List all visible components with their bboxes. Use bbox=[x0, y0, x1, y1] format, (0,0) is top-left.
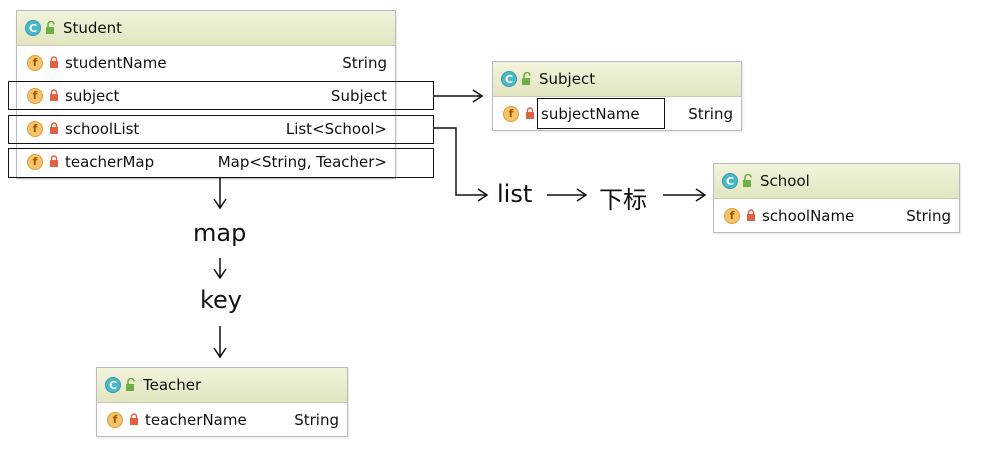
field-type: String bbox=[906, 206, 951, 225]
lock-icon bbox=[50, 89, 58, 101]
field-icon: f bbox=[107, 411, 123, 428]
subjectname-highlight bbox=[537, 98, 665, 129]
field-row: f schoolName String bbox=[714, 199, 959, 232]
open-lock-icon bbox=[743, 174, 752, 187]
teacher-class-header: C Teacher bbox=[97, 368, 347, 403]
arrow-key-to-teacher bbox=[213, 326, 227, 359]
subject-class-box: C Subject f subjectName String bbox=[492, 61, 742, 131]
arrow-list-to-index bbox=[547, 188, 588, 202]
field-row: f teacherName String bbox=[97, 403, 347, 436]
school-class-header: C School bbox=[714, 164, 959, 199]
field-name: schoolName bbox=[762, 206, 855, 225]
class-icon: C bbox=[501, 71, 517, 87]
student-class-box: C Student f studentName String f subject… bbox=[16, 10, 396, 179]
class-icon: C bbox=[105, 377, 121, 393]
class-title: Subject bbox=[539, 70, 596, 88]
open-lock-icon bbox=[522, 72, 531, 85]
field-type: Subject bbox=[330, 86, 387, 105]
field-icon: f bbox=[27, 153, 43, 170]
subject-class-header: C Subject bbox=[493, 62, 741, 97]
arrow-subject bbox=[434, 89, 484, 103]
field-name: schoolList bbox=[65, 119, 140, 138]
field-type: Map<String, Teacher> bbox=[217, 152, 387, 171]
open-lock-icon bbox=[126, 378, 135, 391]
field-name: studentName bbox=[65, 53, 167, 72]
field-icon: f bbox=[503, 105, 519, 122]
teacher-class-box: C Teacher f teacherName String bbox=[96, 367, 348, 437]
field-type: String bbox=[294, 410, 339, 429]
lock-icon bbox=[747, 209, 755, 221]
field-name: subjectName bbox=[541, 104, 640, 123]
field-name: subject bbox=[65, 86, 120, 105]
field-row: f teacherMap Map<String, Teacher> bbox=[17, 145, 395, 178]
field-icon: f bbox=[27, 120, 43, 137]
field-type: List<School> bbox=[285, 119, 387, 138]
arrow-teachermap-to-map bbox=[213, 178, 227, 210]
class-icon: C bbox=[722, 173, 738, 189]
field-type: String bbox=[688, 104, 733, 123]
field-type: String bbox=[342, 53, 387, 72]
key-label: key bbox=[200, 286, 243, 314]
list-label: list bbox=[497, 180, 533, 208]
field-name: teacherName bbox=[145, 410, 247, 429]
subject-row-highlight bbox=[8, 81, 434, 110]
field-row: f subject Subject bbox=[17, 79, 395, 112]
arrow-map-to-key bbox=[213, 258, 227, 280]
schoollist-row-highlight bbox=[8, 115, 434, 144]
lock-icon bbox=[50, 56, 58, 68]
field-name: teacherMap bbox=[65, 152, 155, 171]
field-icon: f bbox=[27, 87, 43, 104]
class-title: School bbox=[760, 172, 810, 190]
student-class-header: C Student bbox=[17, 11, 395, 46]
index-label: 下标 bbox=[599, 186, 647, 214]
field-icon: f bbox=[724, 207, 740, 224]
lock-icon bbox=[130, 413, 138, 425]
arrow-index-to-school bbox=[663, 188, 707, 202]
teachermap-row-highlight bbox=[8, 148, 434, 178]
lock-icon bbox=[526, 107, 534, 119]
arrow-schoollist bbox=[434, 127, 489, 202]
lock-icon bbox=[50, 122, 58, 134]
map-label: map bbox=[193, 219, 247, 247]
field-row: f studentName String bbox=[17, 46, 395, 79]
field-icon: f bbox=[27, 54, 43, 71]
field-row: f subjectName String bbox=[493, 97, 741, 130]
school-class-box: C School f schoolName String bbox=[713, 163, 960, 233]
class-icon: C bbox=[25, 20, 41, 36]
field-row: f schoolList List<School> bbox=[17, 112, 395, 145]
class-title: Student bbox=[63, 19, 123, 37]
lock-icon bbox=[50, 155, 58, 167]
open-lock-icon bbox=[46, 21, 55, 34]
class-title: Teacher bbox=[143, 376, 202, 394]
